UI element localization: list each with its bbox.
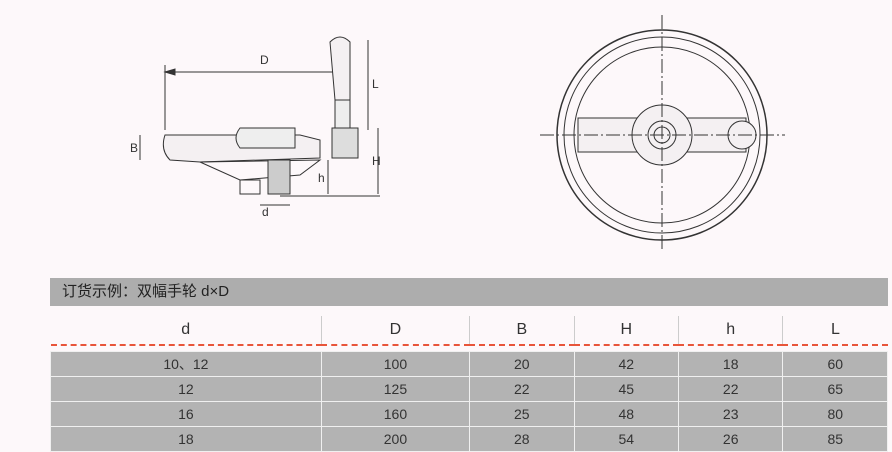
col-header-H: H bbox=[573, 316, 679, 345]
cell: 22 bbox=[677, 376, 784, 402]
cell: 26 bbox=[677, 426, 784, 452]
cell: 65 bbox=[782, 376, 888, 402]
col-header-h: h bbox=[677, 316, 783, 345]
cell: 12 bbox=[50, 376, 322, 402]
cell: 54 bbox=[573, 426, 679, 452]
label-h: h bbox=[318, 171, 325, 185]
cell: 23 bbox=[677, 401, 784, 427]
technical-drawing: D L B H h d bbox=[130, 15, 785, 252]
cell: 10、12 bbox=[50, 351, 322, 377]
cell: 20 bbox=[469, 351, 575, 377]
cell: 100 bbox=[320, 351, 471, 377]
cell: 28 bbox=[469, 426, 575, 452]
cell: 22 bbox=[469, 376, 575, 402]
col-header-B: B bbox=[469, 316, 575, 345]
cell: 48 bbox=[573, 401, 679, 427]
label-D: D bbox=[260, 53, 269, 67]
label-H: H bbox=[372, 154, 381, 168]
col-header-d: d bbox=[181, 321, 191, 338]
side-view: D L B H h d bbox=[130, 36, 381, 219]
cell: 18 bbox=[50, 426, 322, 452]
col-header-L: L bbox=[782, 316, 888, 345]
table-header-row: d D B H h L bbox=[50, 316, 888, 345]
order-example-banner: 订货示例：双幅手轮 d×D bbox=[50, 278, 888, 306]
col-header-D: D bbox=[320, 316, 470, 345]
cell: 18 bbox=[677, 351, 784, 377]
cell: 200 bbox=[320, 426, 471, 452]
cell: 80 bbox=[782, 401, 888, 427]
cell: 60 bbox=[782, 351, 888, 377]
label-d: d bbox=[262, 205, 269, 219]
label-L: L bbox=[372, 77, 379, 91]
cell: 42 bbox=[573, 351, 679, 377]
cell: 85 bbox=[782, 426, 888, 452]
cell: 45 bbox=[573, 376, 679, 402]
cell: 125 bbox=[320, 376, 471, 402]
front-view bbox=[540, 15, 785, 252]
cell: 160 bbox=[320, 401, 471, 427]
cell: 16 bbox=[50, 401, 322, 427]
label-B: B bbox=[130, 141, 138, 155]
cell: 25 bbox=[469, 401, 575, 427]
